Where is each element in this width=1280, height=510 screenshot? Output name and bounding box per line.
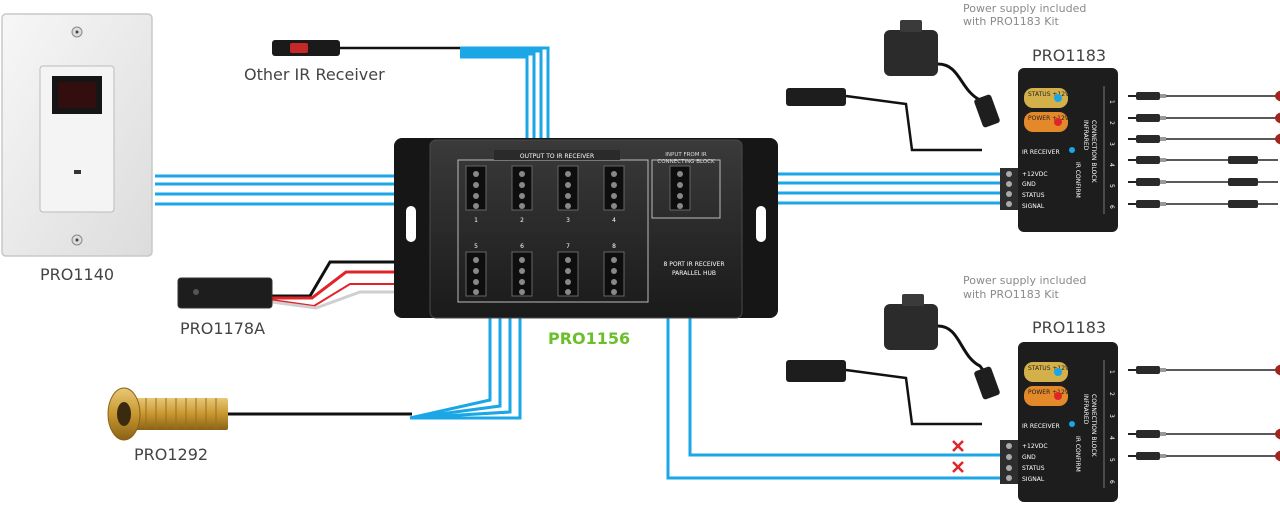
terminal-2-top: GND (1022, 181, 1036, 188)
hub-port-7: 7 (566, 243, 570, 250)
power-supply-bottom (884, 294, 1000, 400)
hub-port-2: 2 (520, 217, 524, 224)
emitter-6-top: 6 (1108, 205, 1115, 209)
psu-note-top-2: with PRO1183 Kit (963, 15, 1060, 28)
power-led-top: POWER +12VDC (1028, 115, 1078, 122)
power-supply-top (884, 20, 1000, 128)
emitter-5-top: 5 (1108, 184, 1115, 188)
status-led-bottom: STATUS +12VDC (1028, 365, 1078, 372)
terminal-3-top: STATUS (1022, 192, 1045, 199)
psu-note-bottom-1: Power supply included (963, 274, 1086, 287)
hub-title-2: PARALLEL HUB (672, 270, 716, 277)
ir-receiver-bottom (786, 360, 846, 382)
terminal-2-bottom: GND (1022, 454, 1036, 461)
emitter-2-top: 2 (1108, 121, 1115, 125)
ir-receiver-text-top: IR RECEIVER (1022, 149, 1060, 156)
ir-receiver-top (786, 88, 846, 106)
hub-title-1: 8 PORT IR RECEIVER (664, 261, 725, 268)
terminal-1-bottom: +12VDC (1022, 443, 1048, 450)
psu-note-top-1: Power supply included (963, 2, 1086, 15)
hub-port-3: 3 (566, 217, 570, 224)
hub-output-header: OUTPUT TO IR RECEIVER (520, 153, 594, 160)
receiver-a-label: PRO1178A (180, 319, 265, 338)
side-text-1-bottom: INFRARED (1082, 394, 1089, 425)
hub-pro1156: OUTPUT TO IR RECEIVER INPUT FROM IR CONN… (394, 138, 778, 319)
other-ir-receiver (272, 40, 340, 56)
terminal-3-bottom: STATUS (1022, 465, 1045, 472)
wall-plate-label: PRO1140 (40, 265, 114, 284)
terminal-4-top: SIGNAL (1022, 203, 1045, 210)
hub-port-6: 6 (520, 243, 524, 250)
flush-receiver-pro1292 (107, 387, 228, 441)
emitter-2-bottom: 2 (1108, 392, 1115, 396)
emitter-3-bottom: 3 (1108, 414, 1115, 418)
flush-receiver-label: PRO1292 (134, 445, 208, 464)
emitters-bottom (1127, 364, 1280, 462)
emitter-6-bottom: 6 (1108, 480, 1115, 484)
confirm-text-top: IR CONFIRM (1074, 162, 1081, 198)
connection-block-bottom: STATUS +12VDC POWER +12VDC IR RECEIVER +… (1000, 342, 1118, 502)
emitters-top (1127, 90, 1280, 209)
hub-port-1: 1 (474, 217, 478, 224)
side-text-2-bottom: CONNECTION BLOCK (1090, 394, 1097, 458)
hub-port-4: 4 (612, 217, 616, 224)
status-led-top: STATUS +12VDC (1028, 91, 1078, 98)
hub-input-header-1: INPUT FROM IR (665, 152, 707, 158)
emitter-1-bottom: 1 (1108, 370, 1115, 374)
emitter-1-top: 1 (1108, 100, 1115, 104)
unused-terminal-marks (952, 440, 964, 473)
wall-plate (1, 13, 153, 257)
hub-port-8: 8 (612, 243, 616, 250)
ir-receiver-text-bottom: IR RECEIVER (1022, 423, 1060, 430)
terminal-1-top: +12VDC (1022, 171, 1048, 178)
confirm-text-bottom: IR CONFIRM (1074, 436, 1081, 472)
emitter-4-bottom: 4 (1108, 436, 1115, 440)
emitter-3-top: 3 (1108, 142, 1115, 146)
connection-block-top: STATUS +12VDC POWER +12VDC IR RECEIVER +… (1000, 68, 1118, 232)
block-top-label: PRO1183 (1032, 46, 1106, 65)
emitter-5-bottom: 5 (1108, 458, 1115, 462)
hub-input-header-2: CONNECTING BLOCK (657, 159, 715, 165)
emitter-4-top: 4 (1108, 163, 1115, 167)
hub-label: PRO1156 (548, 329, 630, 348)
side-text-2-top: CONNECTION BLOCK (1090, 120, 1097, 184)
terminal-4-bottom: SIGNAL (1022, 476, 1045, 483)
side-text-1-top: INFRARED (1082, 120, 1089, 151)
power-led-bottom: POWER +12VDC (1028, 389, 1078, 396)
receiver-pro1178a (177, 277, 273, 309)
psu-note-bottom-2: with PRO1183 Kit (963, 288, 1060, 301)
block-bottom-label: PRO1183 (1032, 318, 1106, 337)
hub-port-5: 5 (474, 243, 478, 250)
other-ir-label: Other IR Receiver (244, 65, 385, 84)
